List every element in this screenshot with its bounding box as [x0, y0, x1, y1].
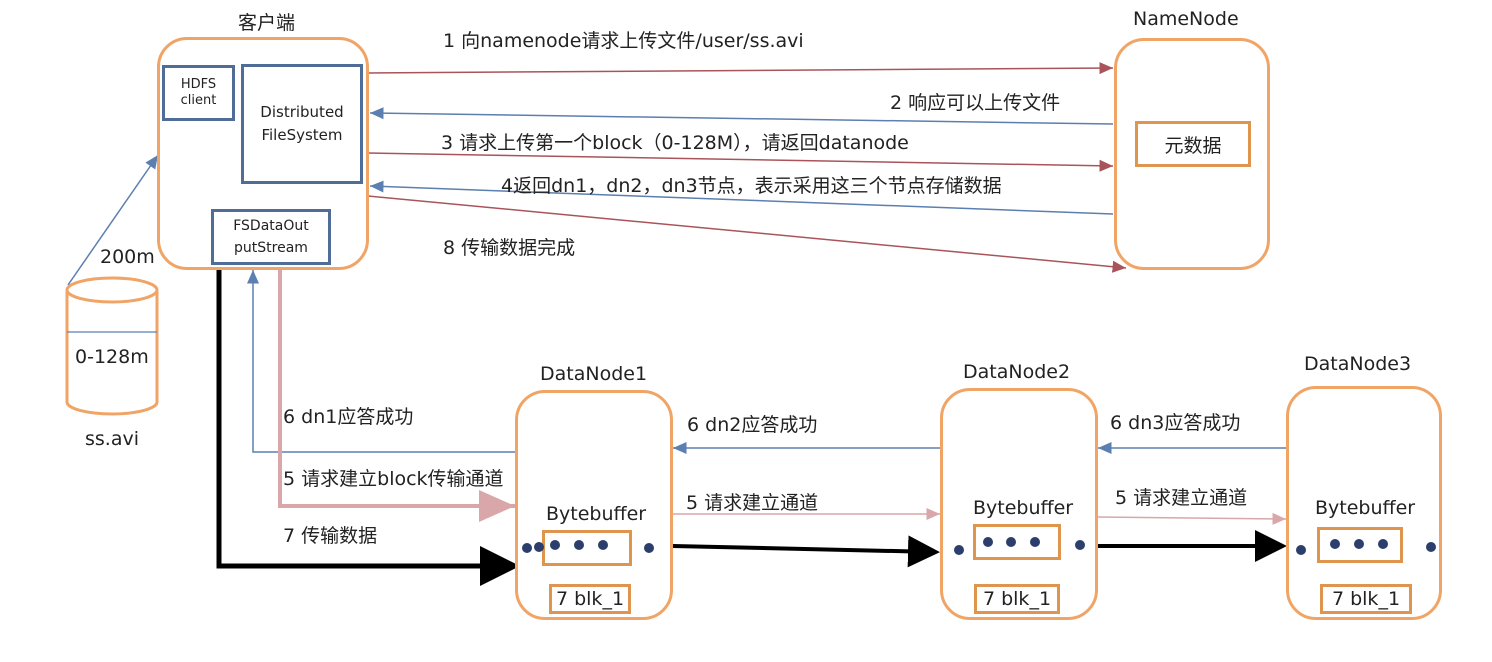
dn2-dot	[1030, 537, 1040, 547]
client-title: 客户端	[238, 12, 296, 34]
datanode3-node	[1286, 386, 1442, 620]
dn2-dot	[1075, 540, 1085, 550]
step4-label: 4返回dn1，dn2，dn3节点，表示采用这三个节点存储数据	[501, 175, 1002, 197]
dn1-dot	[550, 540, 560, 550]
datanode2-node	[940, 388, 1098, 620]
dn1-dot	[644, 543, 654, 553]
dn2-dot	[1006, 537, 1016, 547]
file-size-label: 200m	[100, 246, 155, 268]
dn1-dot	[534, 542, 544, 552]
fsdataoutputstream-box: FSDataOut putStream	[211, 209, 331, 265]
dn2-dot	[954, 545, 964, 555]
datanode3-title: DataNode3	[1304, 353, 1412, 375]
file-block-label: 0-128m	[75, 346, 149, 368]
step8-label: 8 传输数据完成	[443, 237, 576, 259]
arrow-step3	[367, 152, 1114, 172]
file-name-label: ss.avi	[85, 428, 140, 450]
step5-dn23-label: 5 请求建立通道	[1115, 487, 1248, 509]
dn2-dot	[983, 537, 993, 547]
hdfs-client-box: HDFS client	[162, 65, 235, 121]
distributed-filesystem-box: Distributed FileSystem	[241, 64, 363, 184]
datanode3-block-box: 7 blk_1	[1320, 584, 1412, 614]
datanode3-buffer-label: Bytebuffer	[1315, 497, 1416, 519]
step6-dn1-label: 6 dn1应答成功	[283, 406, 414, 428]
dn3-dot	[1426, 542, 1436, 552]
datanode2-buffer-label: Bytebuffer	[973, 497, 1074, 519]
dn3-dot	[1296, 545, 1306, 555]
datanode2-title: DataNode2	[963, 361, 1071, 383]
dn1-dot	[598, 540, 608, 550]
arrow-request-channel	[278, 268, 515, 522]
step5-dn12-label: 5 请求建立通道	[686, 492, 819, 514]
arrow-step4	[369, 180, 1114, 215]
dn3-dot	[1378, 539, 1388, 549]
arrow-dn1-ack	[247, 270, 515, 453]
step6-dn2-label: 6 dn2应答成功	[687, 414, 818, 436]
metadata-box: 元数据	[1135, 121, 1251, 167]
dn3-dot	[1354, 539, 1364, 549]
arrow-transmit	[216, 270, 520, 586]
datanode2-block-box: 7 blk_1	[974, 584, 1060, 614]
arrow-file-to-client	[67, 154, 159, 286]
dn1-dot	[522, 543, 532, 553]
arrow-dn2-dn3-req	[1097, 512, 1287, 525]
arrow-step1	[367, 62, 1114, 75]
datanode1-node	[515, 390, 673, 620]
step1-label: 1 向namenode请求上传文件/user/ss.avi	[443, 30, 804, 52]
datanode1-title: DataNode1	[540, 363, 648, 385]
arrow-dn1-dn2-data	[672, 535, 940, 568]
step7-label: 7 传输数据	[283, 525, 378, 547]
step3-label: 3 请求上传第一个block（0-128M），请返回datanode	[441, 132, 909, 154]
step5-block-label: 5 请求建立block传输通道	[283, 468, 504, 490]
step6-dn3-label: 6 dn3应答成功	[1110, 412, 1241, 434]
namenode-title: NameNode	[1133, 8, 1239, 30]
datanode1-buffer-label: Bytebuffer	[546, 503, 647, 525]
step2-label: 2 响应可以上传文件	[890, 92, 1061, 114]
arrow-step8	[367, 195, 1127, 273]
dn1-dot	[574, 540, 584, 550]
arrow-step2	[369, 107, 1114, 125]
datanode1-block-box: 7 blk_1	[549, 584, 631, 614]
dn3-dot	[1330, 539, 1340, 549]
file-cylinder	[65, 276, 159, 416]
